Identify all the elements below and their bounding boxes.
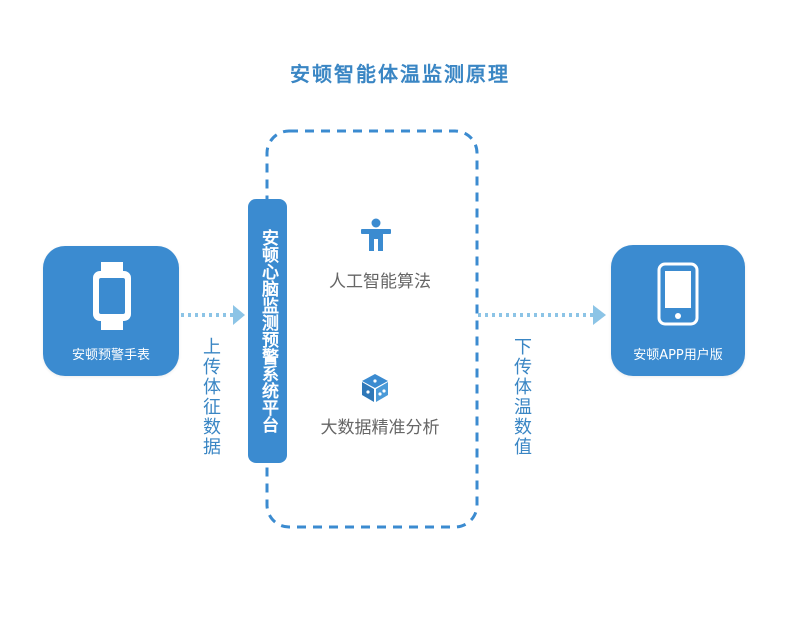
platform-boundary [265, 129, 479, 529]
upload-data-label: 上传体征数据 [200, 337, 221, 457]
download-data-label: 下传体温数值 [511, 337, 532, 457]
feature-ai-label: 人工智能算法 [329, 272, 431, 292]
diagram-title: 安顿智能体温监测原理 [290, 62, 510, 86]
ai-person-icon [361, 218, 391, 251]
smartphone-icon [657, 262, 699, 326]
watch-card: 安顿预警手表 [43, 246, 179, 376]
platform-label: 安顿心脑监测预警系统平台 [248, 199, 287, 463]
watch-card-label: 安顿预警手表 [71, 348, 150, 363]
feature-data-label: 大数据精准分析 [320, 418, 440, 438]
download-arrow-head [593, 305, 606, 325]
data-cube-icon [362, 374, 388, 402]
smartwatch-icon [93, 262, 131, 330]
app-card-label: 安顿APP用户版 [633, 348, 723, 363]
app-card: 安顿APP用户版 [611, 245, 745, 376]
upload-arrow-head [233, 305, 245, 325]
